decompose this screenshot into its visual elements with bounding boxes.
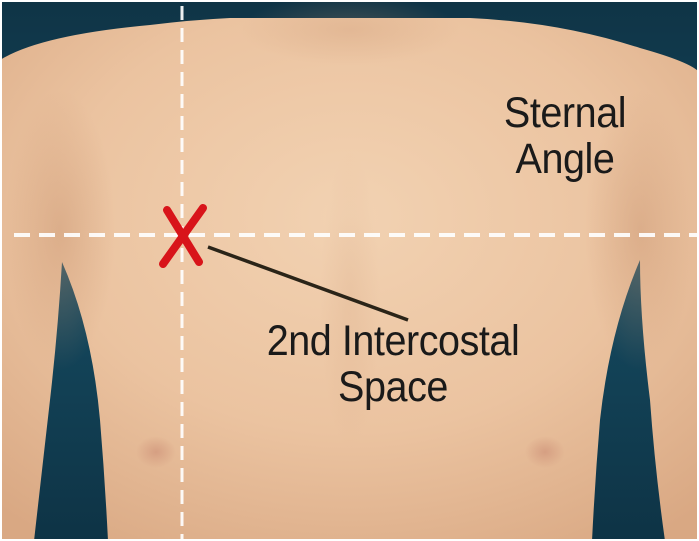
sternal-angle-line1: Sternal (492, 90, 637, 136)
intercostal-space-line1: 2nd Intercostal (250, 318, 535, 364)
intercostal-space-line2: Space (250, 364, 535, 410)
left-nipple (136, 436, 176, 468)
intercostal-space-label: 2nd Intercostal Space (250, 318, 535, 411)
sternal-angle-label: Sternal Angle (492, 90, 637, 183)
right-nipple (525, 436, 565, 468)
sternal-angle-line2: Angle (492, 136, 637, 182)
left-shoulder-shade (5, 90, 115, 370)
